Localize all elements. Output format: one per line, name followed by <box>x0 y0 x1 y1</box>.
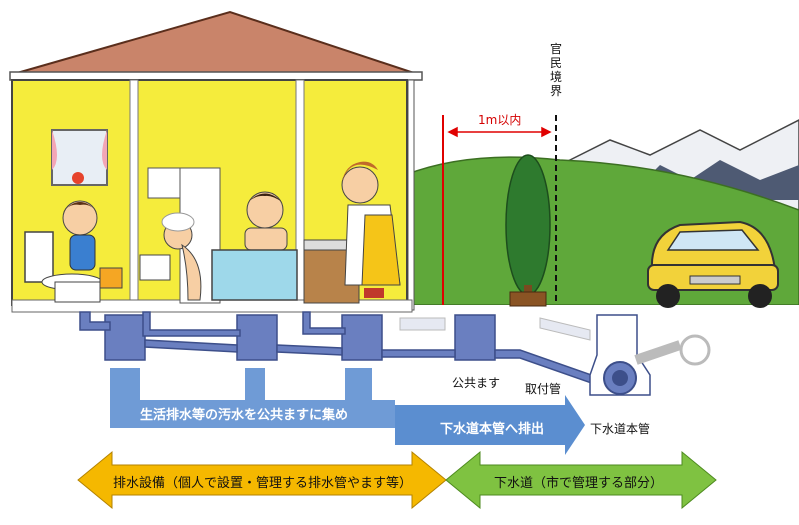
car-icon <box>647 220 779 308</box>
private-section-label: 排水設備（個人で設置・管理する排水管やます等） <box>113 476 413 491</box>
boundary-label: 官 民 境 界 <box>549 42 563 98</box>
drain-pipes <box>79 311 601 388</box>
connection-pipe-label: 取付管 <box>525 382 562 396</box>
public-section-label: 下水道（市で管理する部分） <box>494 476 664 491</box>
sewer-main <box>589 314 711 396</box>
collect-flow-arrow <box>110 368 395 428</box>
bathtub-icon <box>211 191 298 301</box>
collect-flow-label: 生活排水等の汚水を公共ますに集め <box>140 408 349 423</box>
distance-arrow <box>447 126 552 138</box>
sewer-main-label: 下水道本管 <box>590 422 651 436</box>
tree-icon <box>505 154 551 307</box>
discharge-flow-arrow <box>395 395 585 455</box>
person-icon <box>341 161 401 298</box>
boundary-char: 官 <box>549 42 562 56</box>
boundary-char: 界 <box>549 84 562 98</box>
boundary-char: 民 <box>549 56 562 70</box>
toilet-icon <box>24 231 103 303</box>
person-icon <box>62 200 123 289</box>
roof <box>9 10 421 76</box>
public-section-arrow <box>445 450 717 510</box>
person-icon <box>161 212 202 301</box>
distance-label: 1m以内 <box>478 113 522 127</box>
boundary-char: 境 <box>549 70 562 84</box>
window <box>51 129 108 186</box>
discharge-flow-label: 下水道本管へ排出 <box>440 422 545 437</box>
public-basin-label: 公共ます <box>452 376 501 390</box>
